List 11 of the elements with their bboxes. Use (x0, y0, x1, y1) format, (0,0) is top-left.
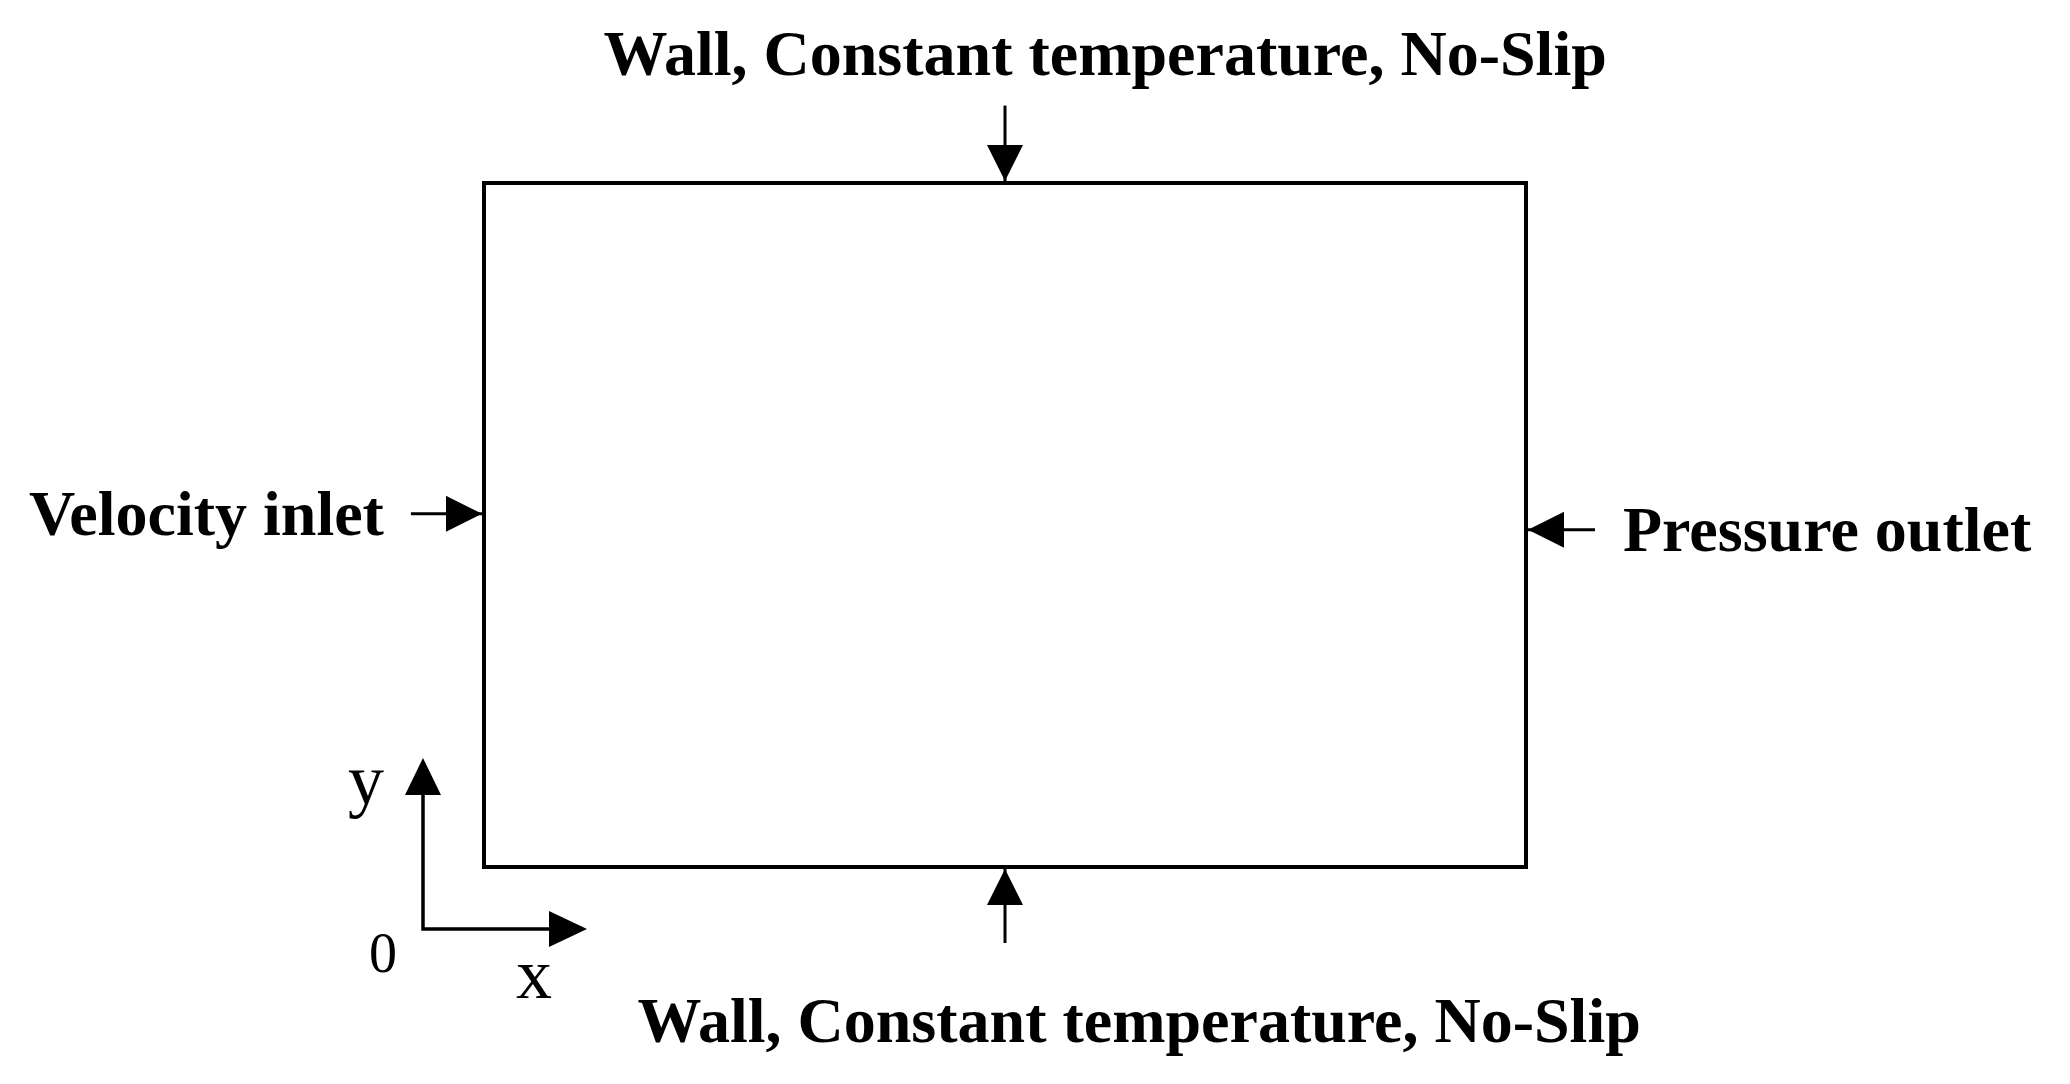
boundary-label: Velocity inlet (29, 477, 384, 551)
arrow (1528, 511, 1595, 548)
boundary-label: Wall, Constant temperature, No-Slip (637, 984, 1641, 1058)
origin-label: 0 (369, 925, 397, 981)
axis-label: x (516, 938, 552, 1010)
boundary-label: Wall, Constant temperature, No-Slip (603, 17, 1607, 91)
domain-rectangle (482, 181, 1528, 869)
arrow (410, 495, 482, 532)
arrow (987, 869, 1023, 943)
boundary-label: Pressure outlet (1623, 493, 2032, 567)
arrow (987, 105, 1023, 181)
